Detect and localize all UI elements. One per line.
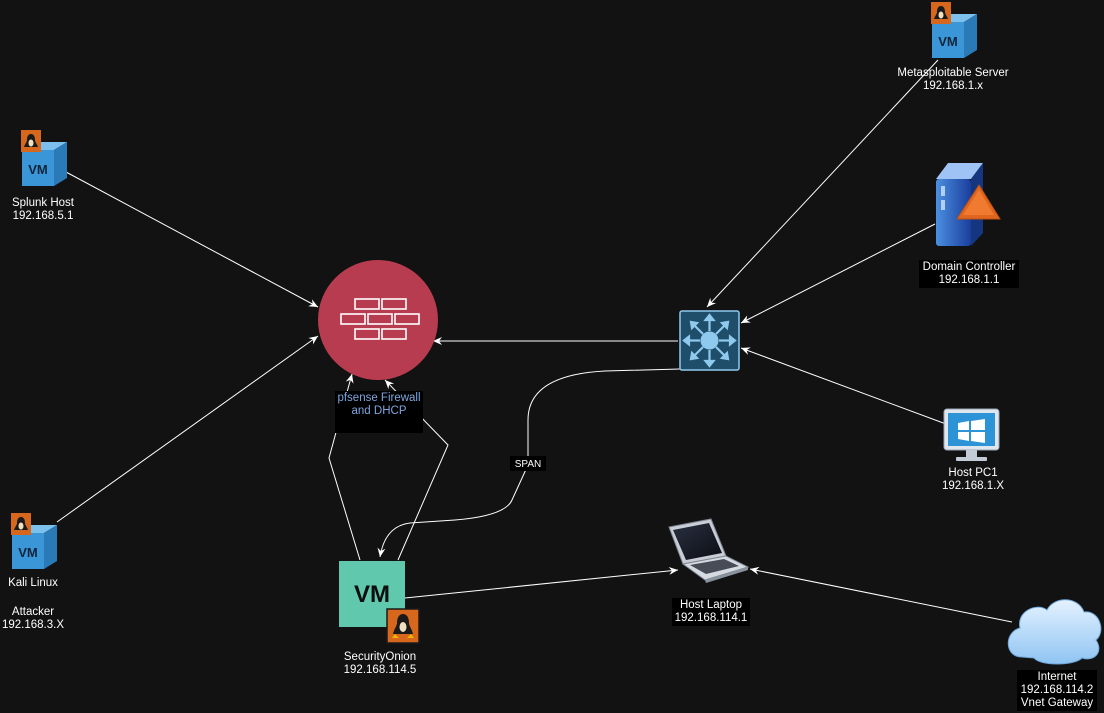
internet-role: Vnet Gateway — [1020, 697, 1094, 709]
cloud-icon[interactable] — [1007, 599, 1102, 665]
edge-internet-laptop — [749, 566, 1013, 623]
hostpc1-label: Host PC1 192.168.1.X — [933, 467, 1013, 493]
kali-role-label: Attacker 192.168.3.X — [0, 606, 66, 632]
hostpc1-name: Host PC1 — [948, 467, 998, 479]
securityonion-label: SecurityOnion 192.168.114.5 — [330, 651, 430, 677]
firewall-line1: pfsense Firewall — [337, 392, 421, 404]
firewall-label: pfsense Firewall and DHCP — [335, 391, 423, 433]
splunk-vm-icon[interactable]: VM — [21, 130, 67, 186]
securityonion-vm-icon[interactable]: VM — [339, 561, 420, 644]
metasploitable-vm-icon[interactable]: VM — [931, 2, 977, 58]
edge-span-switch-securityonion — [377, 368, 681, 558]
internet-ip: 192.168.114.2 — [1020, 684, 1094, 696]
firewall-line2: and DHCP — [351, 405, 407, 417]
host-laptop-ip: 192.168.114.1 — [674, 612, 748, 624]
switch-icon[interactable] — [679, 310, 740, 371]
span-label-bg — [510, 456, 546, 471]
domain-controller-ip: 192.168.1.1 — [938, 274, 1000, 286]
internet-label: Internet 192.168.114.2 Vnet Gateway — [1017, 670, 1097, 711]
edge-kali-firewall — [56, 335, 319, 523]
splunk-name: Splunk Host — [11, 197, 74, 209]
securityonion-name: SecurityOnion — [343, 651, 417, 663]
svg-text:VM: VM — [18, 545, 38, 560]
metasploitable-name: Metasploitable Server — [897, 67, 1009, 79]
kali-label: Kali Linux — [0, 577, 66, 590]
kali-role: Attacker — [11, 606, 55, 618]
laptop-icon[interactable] — [668, 518, 750, 583]
splunk-label: Splunk Host 192.168.5.1 — [0, 197, 86, 223]
hostpc1-ip: 192.168.1.X — [941, 480, 1005, 492]
kali-name: Kali Linux — [8, 577, 58, 589]
kali-ip: 192.168.3.X — [1, 619, 65, 631]
edge-securityonion-laptop — [404, 566, 679, 599]
host-laptop-label: Host Laptop 192.168.114.1 — [672, 598, 750, 626]
connections — [56, 59, 1013, 623]
internet-name: Internet — [1037, 671, 1077, 683]
securityonion-ip: 192.168.114.5 — [343, 664, 417, 676]
svg-text:VM: VM — [354, 581, 390, 608]
svg-text:VM: VM — [28, 162, 48, 177]
metasploitable-label: Metasploitable Server 192.168.1.x — [888, 67, 1018, 93]
svg-text:VM: VM — [938, 34, 958, 49]
edge-dc-switch — [740, 223, 936, 324]
metasploitable-ip: 192.168.1.x — [922, 80, 984, 92]
splunk-ip: 192.168.5.1 — [12, 210, 74, 222]
edge-splunk-firewall — [65, 171, 319, 308]
edge-metasploitable-switch — [706, 59, 939, 308]
server-icon[interactable] — [936, 163, 1001, 246]
domain-controller-name: Domain Controller — [922, 261, 1016, 273]
host-laptop-name: Host Laptop — [679, 599, 742, 611]
firewall-icon[interactable] — [318, 260, 438, 380]
domain-controller-label: Domain Controller 192.168.1.1 — [919, 260, 1019, 288]
span-label: SPAN — [515, 459, 542, 470]
edge-hostpc1-switch — [740, 347, 947, 425]
kali-vm-icon[interactable]: VM — [11, 513, 57, 569]
windows-monitor-icon[interactable] — [943, 408, 1000, 461]
